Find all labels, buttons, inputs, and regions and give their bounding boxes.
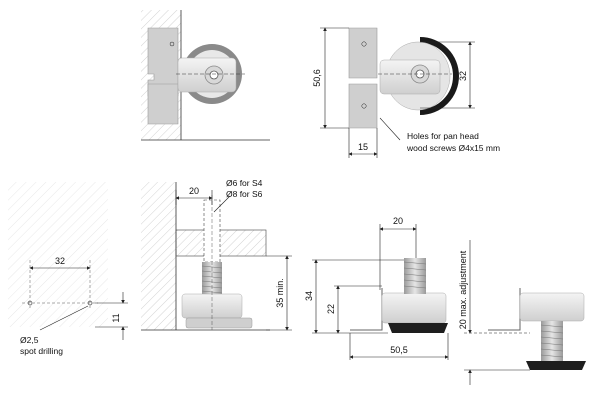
dim-label-34: 34 xyxy=(304,291,314,301)
dim-label-50-6: 50,6 xyxy=(312,69,322,87)
dim-label-max-adjust: 20 max. adjustment xyxy=(458,250,468,329)
black-dial-rim xyxy=(419,37,459,115)
dim-label-32: 32 xyxy=(458,71,468,81)
screw-hole-icon xyxy=(361,103,367,109)
adjuster-body xyxy=(519,292,585,322)
leader-line xyxy=(213,195,231,213)
holes-note-line1: Holes for pan head xyxy=(407,131,479,141)
adjuster-body xyxy=(379,59,441,95)
mounting-plate-lower xyxy=(348,83,378,129)
dim-label-50-5: 50,5 xyxy=(390,345,408,355)
spot-drilling-label: spot drilling xyxy=(20,346,63,356)
dim-label-35-min: 35 min. xyxy=(275,278,285,308)
mounting-plate-lower xyxy=(147,83,179,125)
view-section: 20 Ø6 for S4 Ø8 for S6 35 min. xyxy=(141,178,292,331)
leader-line xyxy=(379,117,401,141)
dim-label-20-section: 20 xyxy=(189,186,199,196)
view-drill-pattern: 32 11 Ø2,5 spot drilling xyxy=(8,182,128,356)
view-top-left xyxy=(141,10,270,141)
rubber-foot xyxy=(388,323,448,333)
drill-dia-label: Ø2,5 xyxy=(20,335,39,345)
adjuster-body xyxy=(381,292,447,324)
wall-hatch xyxy=(141,182,176,330)
foot-base xyxy=(185,317,253,329)
mounting-bracket xyxy=(488,288,521,331)
screw-hole-icon xyxy=(169,41,175,47)
hex-socket-icon xyxy=(209,70,219,80)
dim-label-32-drill: 32 xyxy=(55,256,65,266)
rubber-foot xyxy=(526,361,586,370)
spring-icon xyxy=(541,321,563,361)
mounting-plate xyxy=(147,27,179,97)
dim-label-15: 15 xyxy=(358,142,368,152)
shelf-board xyxy=(175,229,267,257)
holes-note-line2: wood screws Ø4x15 mm xyxy=(406,143,500,153)
bore-s6-label: Ø8 for S6 xyxy=(226,189,263,199)
dim-label-11: 11 xyxy=(111,313,121,322)
view-side: 20 34 22 50,5 20 max. adjustment xyxy=(304,216,586,385)
leader-line xyxy=(39,305,89,331)
dim-label-22: 22 xyxy=(326,304,336,314)
screw-hole-icon xyxy=(361,41,367,47)
spring-icon xyxy=(404,258,426,294)
dim-label-20-side: 20 xyxy=(393,216,403,226)
panel-hatch xyxy=(8,182,108,327)
mounting-bracket xyxy=(350,288,383,331)
mounting-plate xyxy=(348,27,378,79)
view-top-right: 50,6 32 15 Holes for pan head wood screw… xyxy=(312,27,500,158)
bore-s4-label: Ø6 for S4 xyxy=(226,178,263,188)
